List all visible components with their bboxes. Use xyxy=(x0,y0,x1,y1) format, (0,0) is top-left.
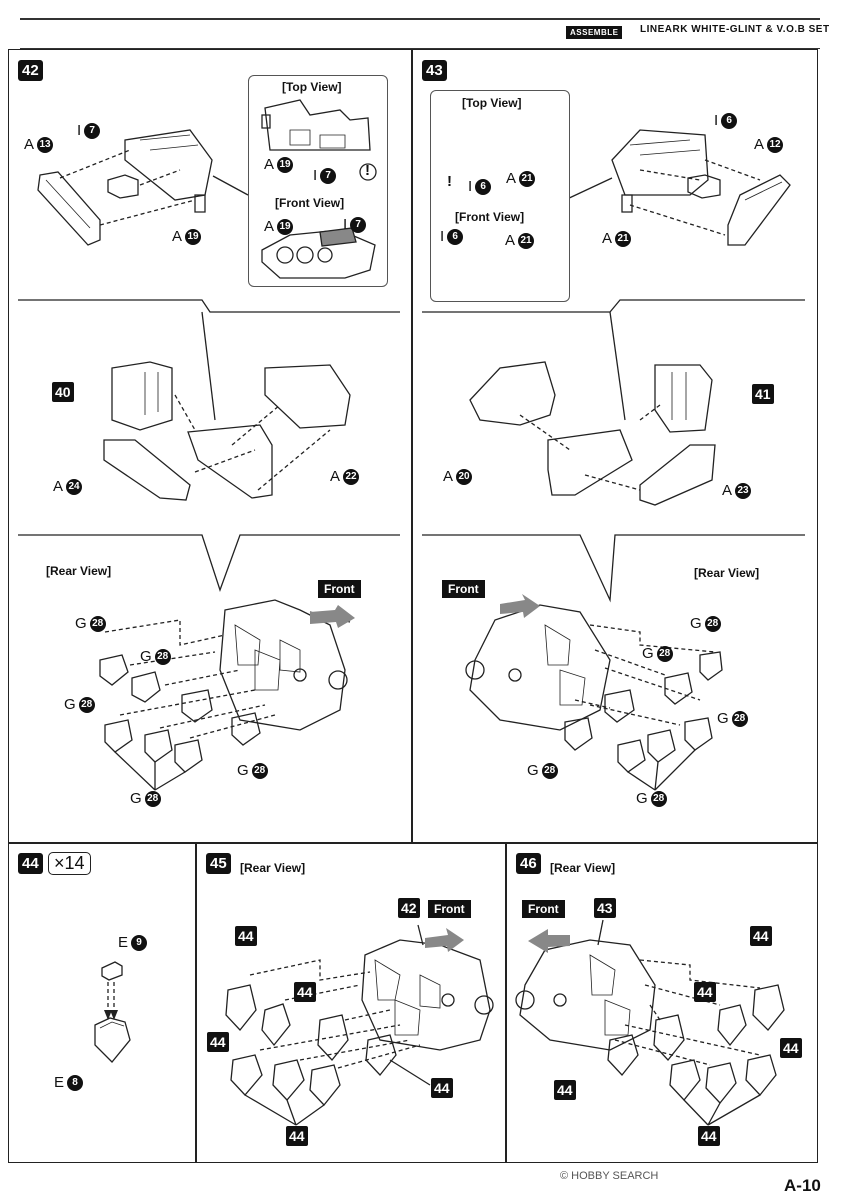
step-43-front-view-label: [Front View] xyxy=(455,210,525,224)
step-45-part-44-b: 44 xyxy=(294,982,316,1002)
step-42-front-tag: Front xyxy=(318,580,361,598)
step-44-multiplier: ×14 xyxy=(48,852,91,875)
step-42-detail-box xyxy=(248,75,388,287)
step-45-part-44-c: 44 xyxy=(207,1032,229,1052)
step-45-part-44-d: 44 xyxy=(431,1078,453,1098)
header-rule-bottom xyxy=(20,48,820,49)
step-46-part-44-d: 44 xyxy=(554,1080,576,1100)
step-43-detail-box xyxy=(430,90,570,302)
step-45-front-tag: Front xyxy=(428,900,471,918)
step-45-part-44-a: 44 xyxy=(235,926,257,946)
watermark: © HOBBY SEARCH xyxy=(560,1170,659,1182)
step-46-part-44-b: 44 xyxy=(694,982,716,1002)
step-43-subassembly-41: 41 xyxy=(752,384,774,404)
assemble-badge: ASSEMBLE xyxy=(566,26,623,39)
page-number: A-10 xyxy=(784,1176,821,1195)
step-43-top-view-label: [Top View] xyxy=(462,96,522,110)
header-rule xyxy=(20,18,820,20)
step-42-rear-view-label: [Rear View] xyxy=(46,564,112,578)
step-45-panel xyxy=(196,843,506,1163)
step-42-number: 42 xyxy=(18,60,43,81)
step-46-front-tag: Front xyxy=(522,900,565,918)
step-42-subassembly-40: 40 xyxy=(52,382,74,402)
step-45-number: 45 xyxy=(206,853,231,874)
step-45-ref-42: 42 xyxy=(398,898,420,918)
step-45-rear-view-label: [Rear View] xyxy=(240,861,306,875)
step-42-top-view-label: [Top View] xyxy=(282,80,342,94)
step-46-part-44-e: 44 xyxy=(698,1126,720,1146)
step-42-warning-mark: ! xyxy=(365,162,370,179)
step-43-rear-view-label: [Rear View] xyxy=(694,566,760,580)
step-43-front-tag: Front xyxy=(442,580,485,598)
step-46-number: 46 xyxy=(516,853,541,874)
step-46-part-44-a: 44 xyxy=(750,926,772,946)
step-43-number: 43 xyxy=(422,60,447,81)
step-45-part-44-e: 44 xyxy=(286,1126,308,1146)
step-44-number: 44 xyxy=(18,853,43,874)
step-46-panel xyxy=(506,843,818,1163)
step-43-warning-mark: ! xyxy=(447,173,452,190)
step-42-panel xyxy=(8,49,412,843)
step-46-ref-43: 43 xyxy=(594,898,616,918)
step-46-rear-view-label: [Rear View] xyxy=(550,861,616,875)
step-44-panel xyxy=(8,843,196,1163)
manual-title: LINEARK WHITE-GLINT & V.O.B SET xyxy=(640,24,830,35)
step-43-panel xyxy=(412,49,818,843)
page-header: ASSEMBLE LINEARK WHITE-GLINT & V.O.B SET xyxy=(20,14,829,49)
step-46-part-44-c: 44 xyxy=(780,1038,802,1058)
step-42-front-view-label: [Front View] xyxy=(275,196,345,210)
